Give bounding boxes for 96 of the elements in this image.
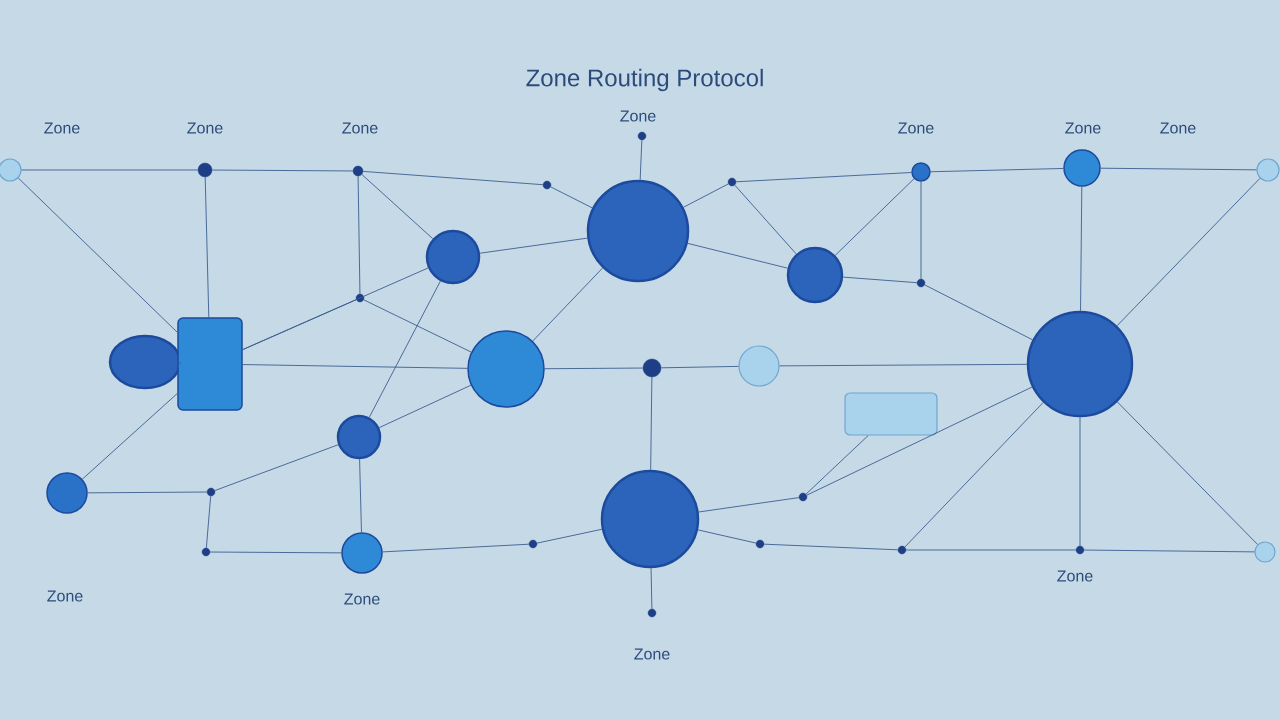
- network-box: [177, 317, 243, 411]
- connector-line: [21, 169, 199, 171]
- connector-line: [17, 177, 178, 333]
- connector-line: [806, 386, 1033, 496]
- connector-line: [650, 567, 653, 610]
- connector-line: [544, 367, 644, 370]
- connector-line: [361, 174, 434, 240]
- network-node: [46, 472, 88, 514]
- network-node: [206, 487, 216, 497]
- connector-line: [1080, 186, 1083, 312]
- connector-line: [650, 376, 653, 471]
- network-node: [642, 358, 662, 378]
- zone-label: Zone: [1057, 570, 1093, 582]
- connector-line: [697, 529, 757, 544]
- zone-label: Zone: [342, 122, 378, 134]
- network-node: [1075, 545, 1085, 555]
- network-node: [336, 414, 382, 460]
- connector-line: [209, 551, 342, 554]
- connector-line: [1116, 177, 1261, 327]
- network-node: [1063, 149, 1101, 187]
- zone-label: Zone: [44, 122, 80, 134]
- connector-line: [242, 267, 429, 351]
- zone-label: Zone: [634, 648, 670, 660]
- connector-line: [378, 384, 472, 429]
- connector-line: [834, 178, 915, 256]
- connector-line: [359, 458, 362, 533]
- connector-line: [368, 280, 441, 418]
- connector-line: [904, 402, 1044, 548]
- zone-label: Zone: [187, 122, 223, 134]
- zone-label: Zone: [47, 590, 83, 602]
- network-node: [647, 608, 657, 618]
- connector-line: [924, 284, 1033, 341]
- network-node: [528, 539, 538, 549]
- network-node: [197, 162, 213, 178]
- network-node: [542, 180, 552, 190]
- network-node: [755, 539, 765, 549]
- network-node: [738, 345, 780, 387]
- connector-line: [779, 363, 1028, 367]
- network-node: [786, 246, 844, 304]
- network-node: [600, 469, 700, 569]
- connector-line: [382, 543, 530, 553]
- network-node: [916, 278, 926, 288]
- network-node: [0, 158, 22, 182]
- network-node: [1256, 158, 1280, 182]
- network-node: [1254, 541, 1276, 563]
- zone-label: Zone: [1065, 122, 1101, 134]
- connector-line: [842, 276, 918, 284]
- network-box: [844, 392, 938, 436]
- network-node: [355, 293, 365, 303]
- network-node: [201, 547, 211, 557]
- network-node: [586, 179, 690, 283]
- network-node: [1026, 310, 1134, 418]
- connector-line: [363, 299, 472, 353]
- connector-line: [242, 364, 468, 369]
- connector-line: [763, 543, 899, 551]
- network-node: [352, 165, 364, 177]
- connector-line: [1083, 549, 1255, 553]
- network-node: [341, 532, 383, 574]
- connector-line: [920, 181, 922, 280]
- network-node: [798, 492, 808, 502]
- connector-line: [479, 237, 588, 254]
- network-node: [467, 330, 545, 408]
- connector-line: [930, 168, 1064, 173]
- connector-line: [1116, 401, 1258, 545]
- network-node: [425, 229, 481, 285]
- connector-line: [639, 139, 643, 181]
- connector-line: [687, 242, 789, 269]
- connector-line: [205, 495, 212, 549]
- title: Zone Routing Protocol: [526, 68, 763, 92]
- connector-line: [357, 175, 361, 295]
- connector-line: [1079, 416, 1081, 547]
- zone-label: Zone: [344, 593, 380, 605]
- network-node: [727, 177, 737, 187]
- connector-line: [536, 528, 603, 544]
- connector-line: [660, 365, 739, 369]
- connector-line: [87, 491, 208, 494]
- connector-line: [735, 172, 912, 183]
- zone-label: Zone: [620, 110, 656, 122]
- connector-line: [550, 186, 593, 209]
- connector-line: [683, 183, 729, 208]
- connector-line: [905, 549, 1077, 551]
- connector-line: [698, 497, 800, 513]
- network-node: [911, 162, 931, 182]
- connector-line: [214, 444, 339, 491]
- network-node: [637, 131, 647, 141]
- connector-line: [805, 435, 869, 495]
- connector-line: [204, 176, 210, 318]
- network-node: [897, 545, 907, 555]
- connector-line: [81, 393, 178, 480]
- zone-label: Zone: [1160, 122, 1196, 134]
- connector-line: [1100, 167, 1257, 171]
- zone-label: Zone: [898, 122, 934, 134]
- connector-line: [211, 169, 354, 172]
- connector-line: [362, 170, 544, 186]
- connector-line: [532, 267, 604, 342]
- connector-line: [734, 184, 797, 255]
